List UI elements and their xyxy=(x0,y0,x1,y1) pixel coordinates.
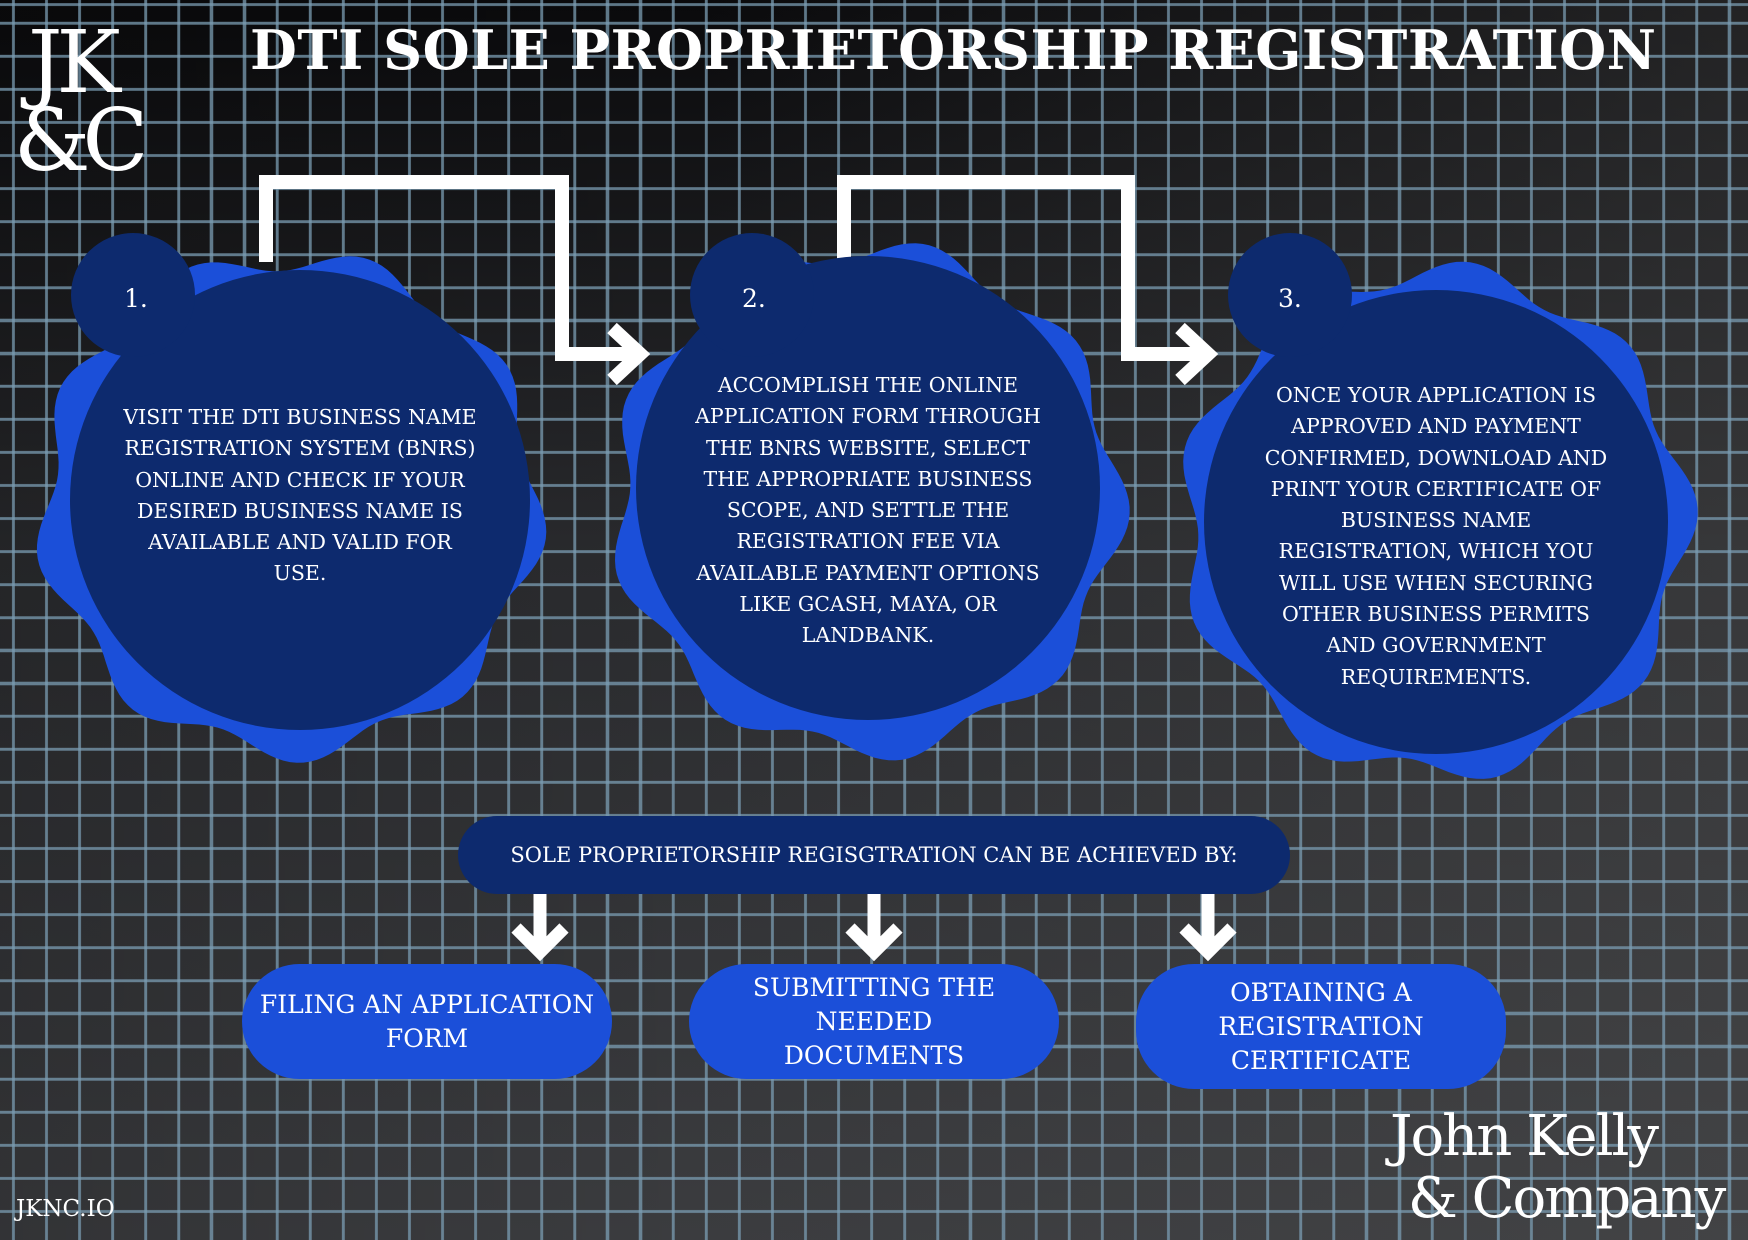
step-2-circle xyxy=(636,256,1100,720)
step-1-shape xyxy=(36,233,547,763)
footer-url: JKNC.IO xyxy=(16,1196,115,1222)
company-wordmark-line-1: John Kelly xyxy=(1390,1104,1659,1169)
step-2-text: ACCOMPLISH THE ONLINE APPLICATION FORM T… xyxy=(695,373,1041,648)
step-3-circle xyxy=(1204,290,1668,754)
down-arrow-1 xyxy=(511,894,569,962)
jkc-logo: JK &C xyxy=(14,20,164,190)
step-3-number-bubble xyxy=(1228,233,1352,357)
logo-line-2: &C xyxy=(14,91,148,191)
connector-1-2 xyxy=(259,175,651,386)
down-arrow-2 xyxy=(845,894,903,962)
step-3-text: ONCE YOUR APPLICATION IS APPROVED AND PA… xyxy=(1264,383,1608,689)
method-pill-3-label: OBTAINING A REGISTRATION CERTIFICATE xyxy=(1218,977,1424,1075)
step-3-number: 3. xyxy=(1278,284,1302,313)
step-2-number: 2. xyxy=(742,284,766,313)
logo-line-1: JK xyxy=(28,13,121,113)
step-2-shape xyxy=(615,233,1130,761)
step-1-number: 1. xyxy=(124,284,148,313)
page-title: DTI SOLE PROPRIETORSHIP REGISTRATION xyxy=(250,18,1657,82)
company-wordmark: John Kelly & Company xyxy=(1390,1106,1730,1230)
method-pill-1-label: FILING AN APPLICATION FORM xyxy=(259,989,595,1053)
step-1-text: VISIT THE DTI BUSINESS NAME REGISTRATION… xyxy=(123,405,477,586)
step-1-number-bubble xyxy=(71,233,195,357)
step-2-number-bubble xyxy=(690,233,814,357)
down-arrow-3 xyxy=(1179,894,1237,962)
method-pill-2: SUBMITTING THE NEEDED DOCUMENTS xyxy=(689,964,1059,1079)
method-pill-1: FILING AN APPLICATION FORM xyxy=(242,964,612,1079)
method-pill-3: OBTAINING A REGISTRATION CERTIFICATE xyxy=(1136,964,1506,1089)
step-1-circle xyxy=(70,270,530,730)
method-pill-2-label: SUBMITTING THE NEEDED DOCUMENTS xyxy=(752,972,996,1070)
methods-banner: SOLE PROPRIETORSHIP REGISGTRATION CAN BE… xyxy=(458,816,1290,894)
connector-2-3 xyxy=(837,175,1219,386)
methods-banner-label: SOLE PROPRIETORSHIP REGISGTRATION CAN BE… xyxy=(510,843,1238,867)
company-wordmark-line-2: & Company xyxy=(1408,1166,1726,1231)
step-3-shape xyxy=(1183,233,1698,779)
